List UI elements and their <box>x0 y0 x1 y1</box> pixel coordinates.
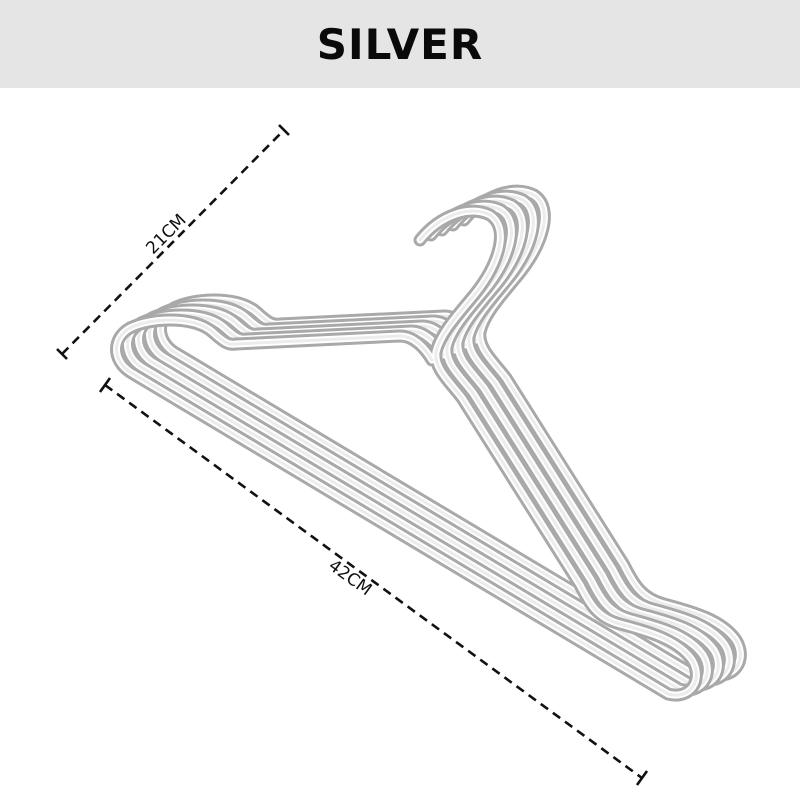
hanger-highlight <box>146 192 733 684</box>
height-dimension-line <box>56 124 290 360</box>
height-dimension-label: 21CM <box>142 210 190 258</box>
hanger-stack <box>110 184 747 702</box>
width-dimension-label: 42CM <box>325 556 376 600</box>
hanger-core <box>126 204 709 692</box>
color-name-title: SILVER <box>316 19 484 69</box>
hanger-core <box>137 199 720 687</box>
title-banner: SILVER <box>0 0 800 88</box>
hanger-core <box>159 189 742 677</box>
width-dimension-line <box>98 377 649 786</box>
hanger-core <box>148 194 731 682</box>
hanger-highlight <box>113 207 700 699</box>
hanger-core <box>115 209 698 697</box>
hanger-highlight <box>124 202 711 694</box>
hanger-highlight <box>157 187 744 679</box>
hanger-highlight <box>135 197 722 689</box>
